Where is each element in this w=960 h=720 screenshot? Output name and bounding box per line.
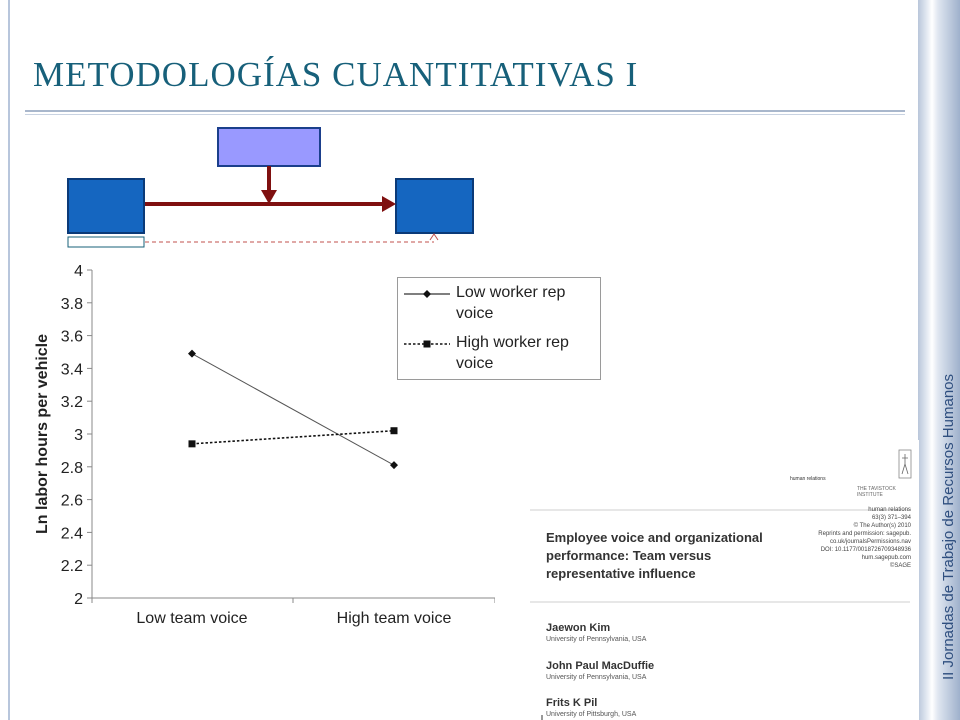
y-tick-label: 3.6: [61, 329, 83, 346]
moderation-diagram: [67, 127, 474, 248]
slide-title: METODOLOGÍAS CUANTITATIVAS I: [33, 55, 639, 94]
main-effect-arrowhead: [382, 196, 396, 212]
y-tick-label: 3.4: [61, 361, 83, 378]
side-caption: II Jornadas de Trabajo de Recursos Human…: [940, 374, 957, 680]
data-point-square: [390, 427, 398, 435]
y-tick-label: 3.8: [61, 296, 83, 313]
title-underline-thin: [25, 114, 905, 115]
chart-legend: Low worker rep voice High worker rep voi…: [397, 277, 601, 380]
legend-item-high: High worker rep voice: [404, 332, 599, 377]
legend-label-low: Low worker rep voice: [456, 284, 566, 322]
y-tick-label: 2.6: [61, 493, 83, 510]
author-name: John Paul MacDuffie: [546, 660, 655, 672]
series-line-1: [191, 429, 395, 445]
y-axis-label: Ln labor hours per vehicle: [34, 334, 51, 534]
y-tick-label: 2.8: [61, 460, 83, 477]
small-label-box: [67, 236, 145, 248]
left-border-rule: [8, 0, 10, 720]
y-tick-label: 2: [74, 591, 83, 608]
y-tick-label: 4: [74, 263, 83, 280]
legend-swatch-solid: [404, 290, 450, 298]
paper-title: Employee voice and organizational perfor…: [546, 530, 763, 581]
author-affiliation: University of Pennsylvania, USA: [546, 674, 647, 681]
legend-label-high: High worker rep voice: [456, 334, 569, 372]
moderation-arrowhead: [261, 190, 277, 204]
paper-metadata: human relations 63(3) 371–394 © The Auth…: [818, 507, 911, 569]
author-affiliation: University of Pittsburgh, USA: [546, 711, 637, 718]
y-tick-label: 3.2: [61, 394, 83, 411]
author-name: Frits K Pil: [546, 697, 598, 709]
y-tick-label: 3: [74, 427, 83, 444]
data-point-diamond: [390, 461, 398, 470]
y-tick-label: 2.4: [61, 525, 83, 542]
data-point-square: [188, 440, 196, 448]
legend-swatch-dashed: [404, 340, 450, 348]
paper-institute: THE TAVISTOCK INSTITUTE: [857, 486, 896, 498]
y-tick-label: 2.2: [61, 558, 83, 575]
author-name: Jaewon Kim: [546, 622, 611, 634]
title-underline: [25, 110, 905, 112]
dashed-connector-tip: [429, 233, 439, 241]
paper-header-image: human relations THE TAVISTOCK INSTITUTE …: [530, 440, 919, 720]
x-tick-label: Low team voice: [136, 610, 247, 627]
dependent-variable-box: [395, 178, 474, 234]
data-point-diamond: [188, 349, 196, 358]
independent-variable-box: [67, 178, 145, 234]
legend-item-low: Low worker rep voice: [404, 282, 599, 327]
paper-journal-name: human relations: [790, 476, 826, 482]
moderator-box: [217, 127, 321, 167]
right-decorative-band: [918, 0, 960, 720]
paper-decorations: [530, 449, 912, 720]
x-tick-label: High team voice: [337, 610, 452, 627]
author-affiliation: University of Pennsylvania, USA: [546, 636, 647, 643]
series-line-0: [191, 353, 395, 466]
